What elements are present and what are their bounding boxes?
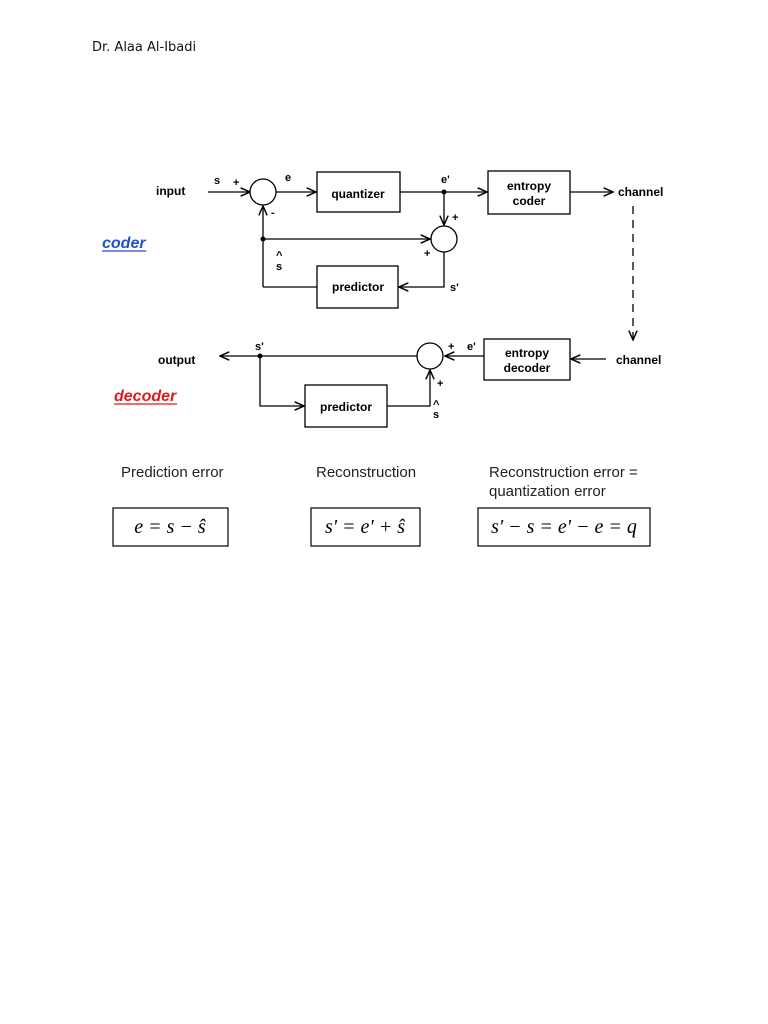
prediction-error-box: [112, 507, 229, 547]
coder-minus-sign: -: [271, 207, 275, 219]
prediction-error-formula: e = s − ŝ: [134, 516, 206, 538]
coder-s-label: s: [214, 175, 220, 187]
author-header: Dr. Alaa Al-Ibadi: [92, 40, 197, 55]
decoder-eprime-label: e': [467, 341, 476, 353]
decoder-sprime-to-predictor: [259, 356, 304, 406]
coder-e-label: e: [285, 172, 291, 184]
reconstruction-error-box: [477, 507, 651, 547]
reconstruction-caption: Reconstruction: [316, 464, 416, 481]
quantizer-block: [316, 171, 401, 213]
coder-subtractor: [249, 178, 277, 206]
decoder-title: decoder: [114, 388, 177, 405]
coder-shat-label: s: [276, 261, 282, 273]
coder-eprime-label: e': [441, 174, 450, 186]
decoder-sprime-label: s': [255, 341, 264, 353]
entropy-coder-label-line1: entropy: [507, 179, 551, 193]
decoder-output-label: output: [158, 353, 195, 367]
entropy-coder-label-line2: coder: [513, 194, 546, 208]
decoder-shat-label: s: [433, 409, 439, 421]
coder-shat-hat: ^: [276, 250, 283, 262]
reconstruction-box: [310, 507, 421, 547]
coder-plus-sign-3: +: [424, 248, 430, 260]
quantizer-label: quantizer: [331, 187, 385, 201]
decoder-shat-to-adder: [387, 370, 430, 407]
decoder-shat-hat: ^: [433, 399, 440, 411]
decoder-predictor-label: predictor: [320, 400, 372, 414]
coder-sprime-label: s': [450, 282, 459, 294]
coder-title: coder: [102, 235, 146, 252]
entropy-coder-block: [487, 170, 571, 215]
coder-plus-sign-1: +: [233, 177, 239, 189]
coder-predictor-label: predictor: [332, 280, 384, 294]
coder-channel-label: channel: [618, 185, 663, 199]
coder-input-label: input: [156, 184, 185, 198]
decoder-plus-sign-1: +: [448, 341, 454, 353]
reconstruction-error-caption-line2: quantization error: [489, 483, 606, 500]
decoder-channel-label: channel: [616, 353, 661, 367]
reconstruction-error-caption-line1: Reconstruction error =: [489, 464, 638, 481]
reconstruction-error-formula: s' − s = e' − e = q: [491, 516, 637, 538]
decoder-adder: [416, 342, 444, 370]
decoder-predictor-block: [304, 384, 388, 428]
coder-plus-sign-2: +: [452, 212, 458, 224]
decoder-plus-sign-2: +: [437, 378, 443, 390]
coder-predictor-block: [316, 265, 399, 309]
entropy-decoder-block: [483, 338, 571, 381]
entropy-decoder-label-line1: entropy: [505, 346, 549, 360]
coder-sprime-to-predictor: [399, 252, 445, 287]
entropy-decoder-label-line2: decoder: [504, 361, 551, 375]
prediction-error-caption: Prediction error: [121, 464, 224, 481]
reconstruction-formula: s' = e' + ŝ: [325, 516, 405, 538]
coder-adder: [430, 225, 458, 253]
